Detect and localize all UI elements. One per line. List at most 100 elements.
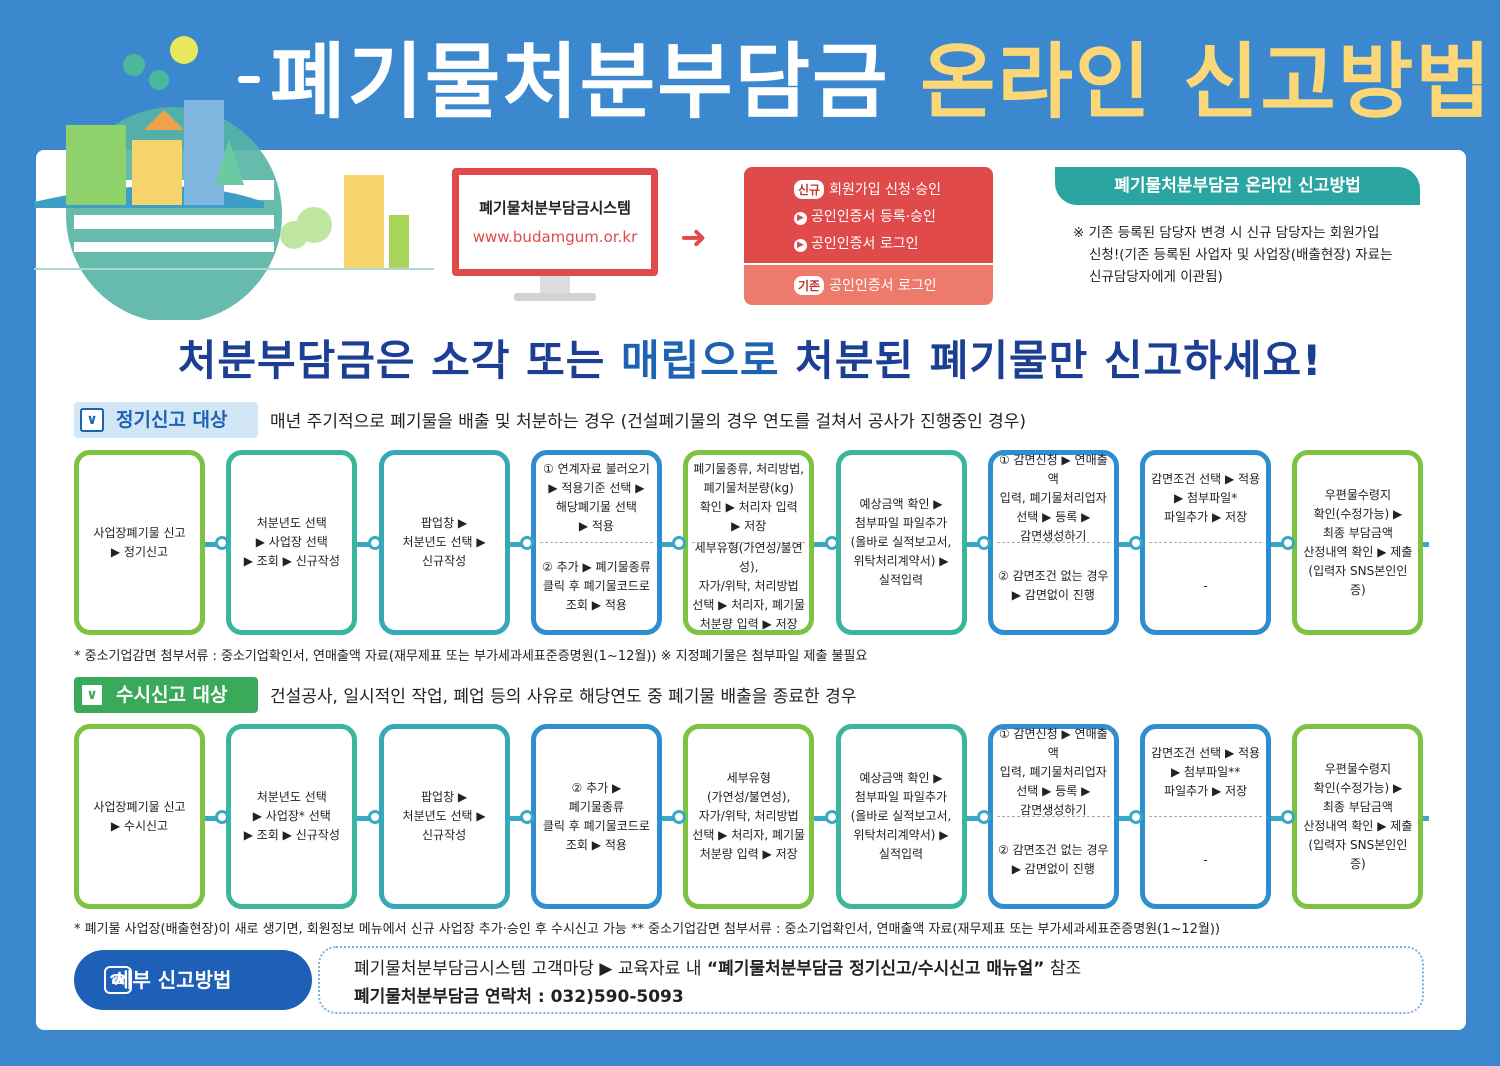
flow-connector-dot	[215, 810, 230, 824]
step-option-a: ① 연계자료 불러오기▶ 적용기준 선택 ▶해당폐기물 선택▶ 적용	[539, 455, 653, 543]
step-text: ① 감면신청 ▶ 연매출액	[998, 452, 1108, 486]
step-text: ② 감면조건 없는 경우	[998, 569, 1109, 584]
step-text: 실적입력	[878, 847, 924, 861]
flow-connector-dot	[519, 810, 534, 824]
step-text: 선택 ▶ 등록 ▶	[1016, 783, 1091, 798]
step-text: 해당폐기물 선택	[555, 500, 637, 515]
step-text: ▶ 감면없이 진행	[1011, 862, 1095, 877]
chevron-down-icon: ∨	[80, 683, 104, 707]
flow-step-3: 팝업창 ▶처분년도 선택 ▶신규작성	[378, 450, 510, 635]
flow-connector-dot	[672, 810, 687, 824]
step-text: 처분년도 선택	[256, 790, 327, 804]
step-text: ② 추가 ▶ 폐기물종류	[542, 559, 651, 574]
regular-footnote: * 중소기업감면 첨부서류 : 중소기업확인서, 연매출액 자료(재무제표 또는…	[74, 649, 868, 664]
flow-step-2: 처분년도 선택▶ 사업장* 선택▶ 조회 ▶ 신규작성	[226, 724, 358, 909]
detail-info: 폐기물처분부담금시스템 고객마당 ▶ 교육자료 내 “폐기물처분부담금 정기신고…	[318, 946, 1424, 1014]
step-text: ▶ 조회 ▶ 신규작성	[243, 554, 340, 568]
step-text: 확인(수정가능) ▶	[1313, 506, 1403, 521]
step-text: -	[1203, 852, 1208, 867]
occasional-section-desc: 건설공사, 일시적인 작업, 폐업 등의 사유로 해당연도 중 폐기물 배출을 …	[270, 687, 857, 707]
step-text: 세부유형	[726, 771, 771, 785]
step-text: 폐기물종류, 처리방법,	[693, 462, 805, 477]
step-text: 사업장폐기물 신고	[93, 799, 186, 814]
step-text: 산정내역 확인 ▶ 제출	[1303, 544, 1413, 559]
step-text: 선택 ▶ 처리자, 폐기물	[692, 597, 806, 612]
flow-step-3: 팝업창 ▶처분년도 선택 ▶신규작성	[378, 724, 510, 909]
step-text: 첨부파일 파일추가	[854, 790, 948, 804]
step-text: 선택 ▶ 등록 ▶	[1016, 509, 1091, 524]
step-option-a: 감면조건 선택 ▶ 적용▶ 첨부파일*파일추가 ▶ 저장	[1149, 455, 1263, 543]
step-text: 예상금액 확인 ▶	[859, 497, 943, 511]
step-text: 입력, 폐기물처리업자	[999, 764, 1107, 779]
step-text: 자가/위탁, 처리방법	[698, 809, 799, 823]
step-text: 처분량 입력 ▶ 저장	[699, 616, 798, 631]
step-text: ▶ 적용기준 선택 ▶	[548, 481, 645, 496]
step-text: 조회 ▶ 적용	[565, 837, 627, 852]
arrow-right-icon: ➜	[680, 218, 707, 256]
step-text: 확인 ▶ 처리자 입력	[699, 500, 798, 515]
step-text: ▶ 저장	[731, 519, 767, 534]
step-text: 팝업창 ▶	[421, 516, 468, 530]
step-text: 처분량 입력 ▶ 저장	[699, 847, 798, 861]
system-name: 폐기물처분부담금시스템	[479, 199, 631, 217]
step-text: 신규작성	[422, 828, 467, 842]
step-text: (입력자 SNS본인인증)	[1308, 837, 1408, 871]
step-text: 첨부파일 파일추가	[854, 516, 948, 530]
step-text: 클릭 후 폐기물코드로	[542, 578, 650, 593]
system-url[interactable]: www.budamgum.or.kr	[472, 228, 638, 246]
step-text: 선택 ▶ 처리자, 폐기물	[692, 828, 806, 842]
step-text: 감면조건 선택 ▶ 적용	[1151, 745, 1261, 760]
flow-connector-dot	[976, 536, 991, 550]
flow-step-8: 감면조건 선택 ▶ 적용▶ 첨부파일*파일추가 ▶ 저장-	[1140, 450, 1272, 635]
flow-connector-dot	[367, 536, 382, 550]
regular-section-desc: 매년 주기적으로 폐기물을 배출 및 처분하는 경우 (건설폐기물의 경우 연도…	[270, 412, 1027, 432]
step-text: 우편물수령지	[1324, 487, 1392, 502]
step-text: 세부유형(가연성/불연성),	[694, 540, 803, 574]
regular-flow: 사업장폐기물 신고▶ 정기신고 처분년도 선택 ▶ 사업장 선택 ▶ 조회 ▶ 신규작…	[74, 450, 1429, 638]
step-text: 입력, 폐기물처리업자	[999, 490, 1107, 505]
step-text: 사업장폐기물 신고	[93, 525, 186, 540]
step-text: ▶ 첨부파일**	[1170, 764, 1241, 779]
step-text: 실적입력	[878, 573, 924, 587]
step-text: 감면생성하기	[1020, 528, 1087, 543]
flow-step-1: 사업장폐기물 신고▶ 정기신고	[74, 450, 205, 635]
step-text: ▶ 사업장 선택	[255, 535, 328, 549]
step-text: 위탁처리계약서) ▶	[853, 828, 949, 842]
phone-icon: ☎	[104, 966, 132, 994]
flow-connector-dot	[1129, 810, 1144, 824]
chevron-right-icon: ▶	[794, 212, 807, 225]
page-title: 폐기물처분부담금 온라인 신고방법	[270, 35, 1493, 130]
flow-connector-dot	[367, 810, 382, 824]
method-ribbon: 폐기물처분부담금 온라인 신고방법	[1055, 167, 1420, 205]
step-option-b: -	[1149, 543, 1262, 631]
step-text: 처분년도 선택 ▶	[402, 535, 486, 549]
step-text: ▶ 감면없이 진행	[1011, 588, 1095, 603]
step-text: ① 감면신청 ▶ 연매출액	[998, 726, 1108, 760]
step-text: 폐기물종류	[568, 799, 624, 814]
step-text: (입력자 SNS본인인증)	[1308, 563, 1408, 597]
headline: 처분부담금은 소각 또는 매립으로 처분된 폐기물만 신고하세요!	[177, 336, 1323, 385]
step-text: 처분년도 선택	[256, 516, 327, 530]
flow-connector-dot	[215, 536, 230, 550]
step-text: 확인(수정가능) ▶	[1313, 780, 1403, 795]
monitor-base	[514, 293, 596, 301]
flow-connector-dot	[1129, 536, 1144, 550]
flow-connector-dot	[672, 536, 687, 550]
step-text: 처분년도 선택 ▶	[402, 809, 486, 823]
monitor-stand	[540, 276, 570, 294]
step-text: 파일추가 ▶ 저장	[1164, 509, 1248, 524]
detail-method-button[interactable]: ☎ 세부 신고방법	[74, 950, 312, 1010]
